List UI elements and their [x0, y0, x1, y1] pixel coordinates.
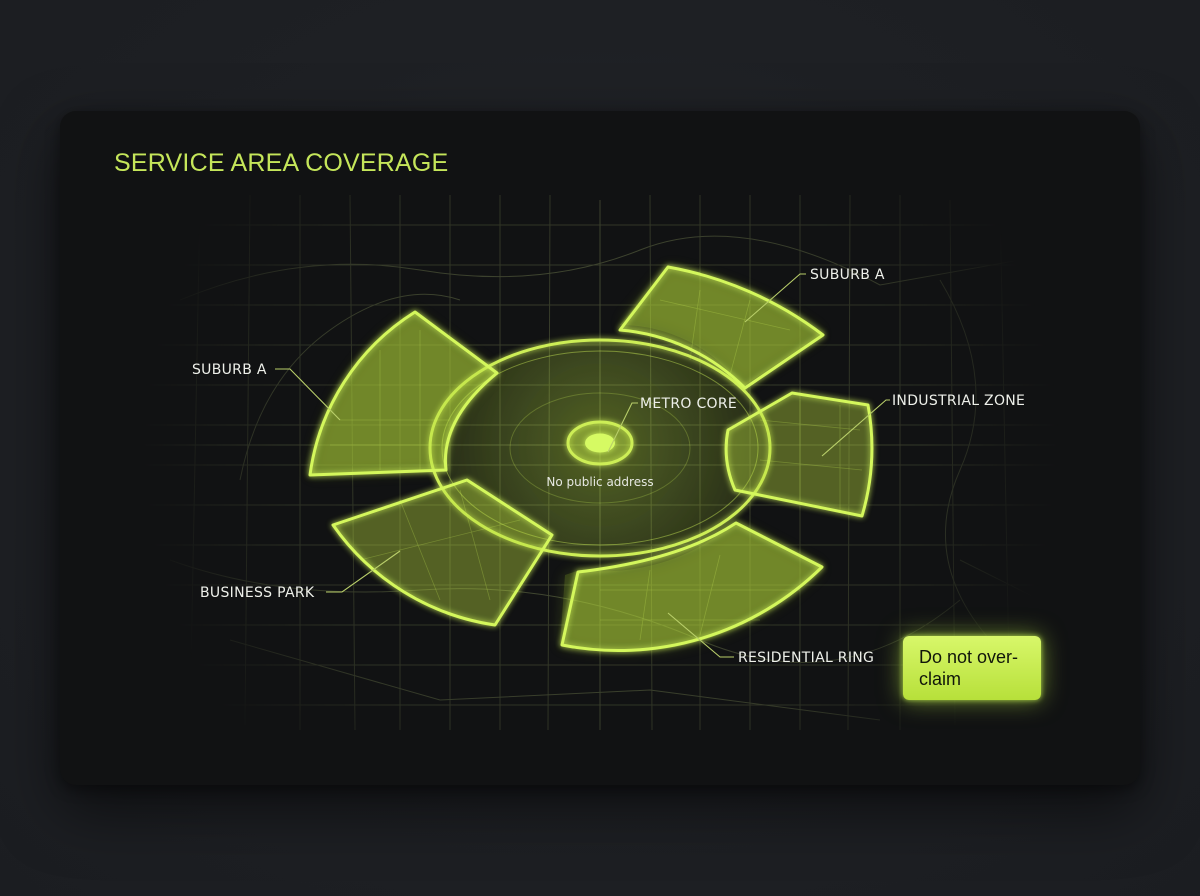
zone-business-park[interactable] [331, 478, 554, 627]
location-dot-icon[interactable] [566, 420, 634, 466]
zone-suburb-a-west[interactable] [308, 310, 499, 477]
zone-residential-ring[interactable] [560, 521, 824, 653]
center-note: No public address [546, 475, 653, 489]
zone-suburb-a-north[interactable] [618, 265, 825, 390]
leader-lines [275, 273, 890, 658]
zone-industrial[interactable] [724, 391, 874, 518]
map-card: SUBURB A SUBURB A METRO CORE INDUSTRIAL … [60, 111, 1140, 785]
do-not-over-claim-button[interactable]: Do not over-claim [903, 636, 1041, 700]
label-metro-core: METRO CORE [640, 396, 737, 412]
label-business-park: BUSINESS PARK [200, 585, 315, 601]
label-industrial-zone: INDUSTRIAL ZONE [892, 393, 1025, 409]
label-suburb-a-west: SUBURB A [192, 362, 267, 378]
page-title: SERVICE AREA COVERAGE [114, 149, 449, 177]
label-residential-ring: RESIDENTIAL RING [738, 650, 874, 666]
coverage-map: SUBURB A SUBURB A METRO CORE INDUSTRIAL … [125, 194, 1081, 731]
label-suburb-a-north: SUBURB A [810, 267, 885, 283]
zone-grid [330, 289, 863, 641]
